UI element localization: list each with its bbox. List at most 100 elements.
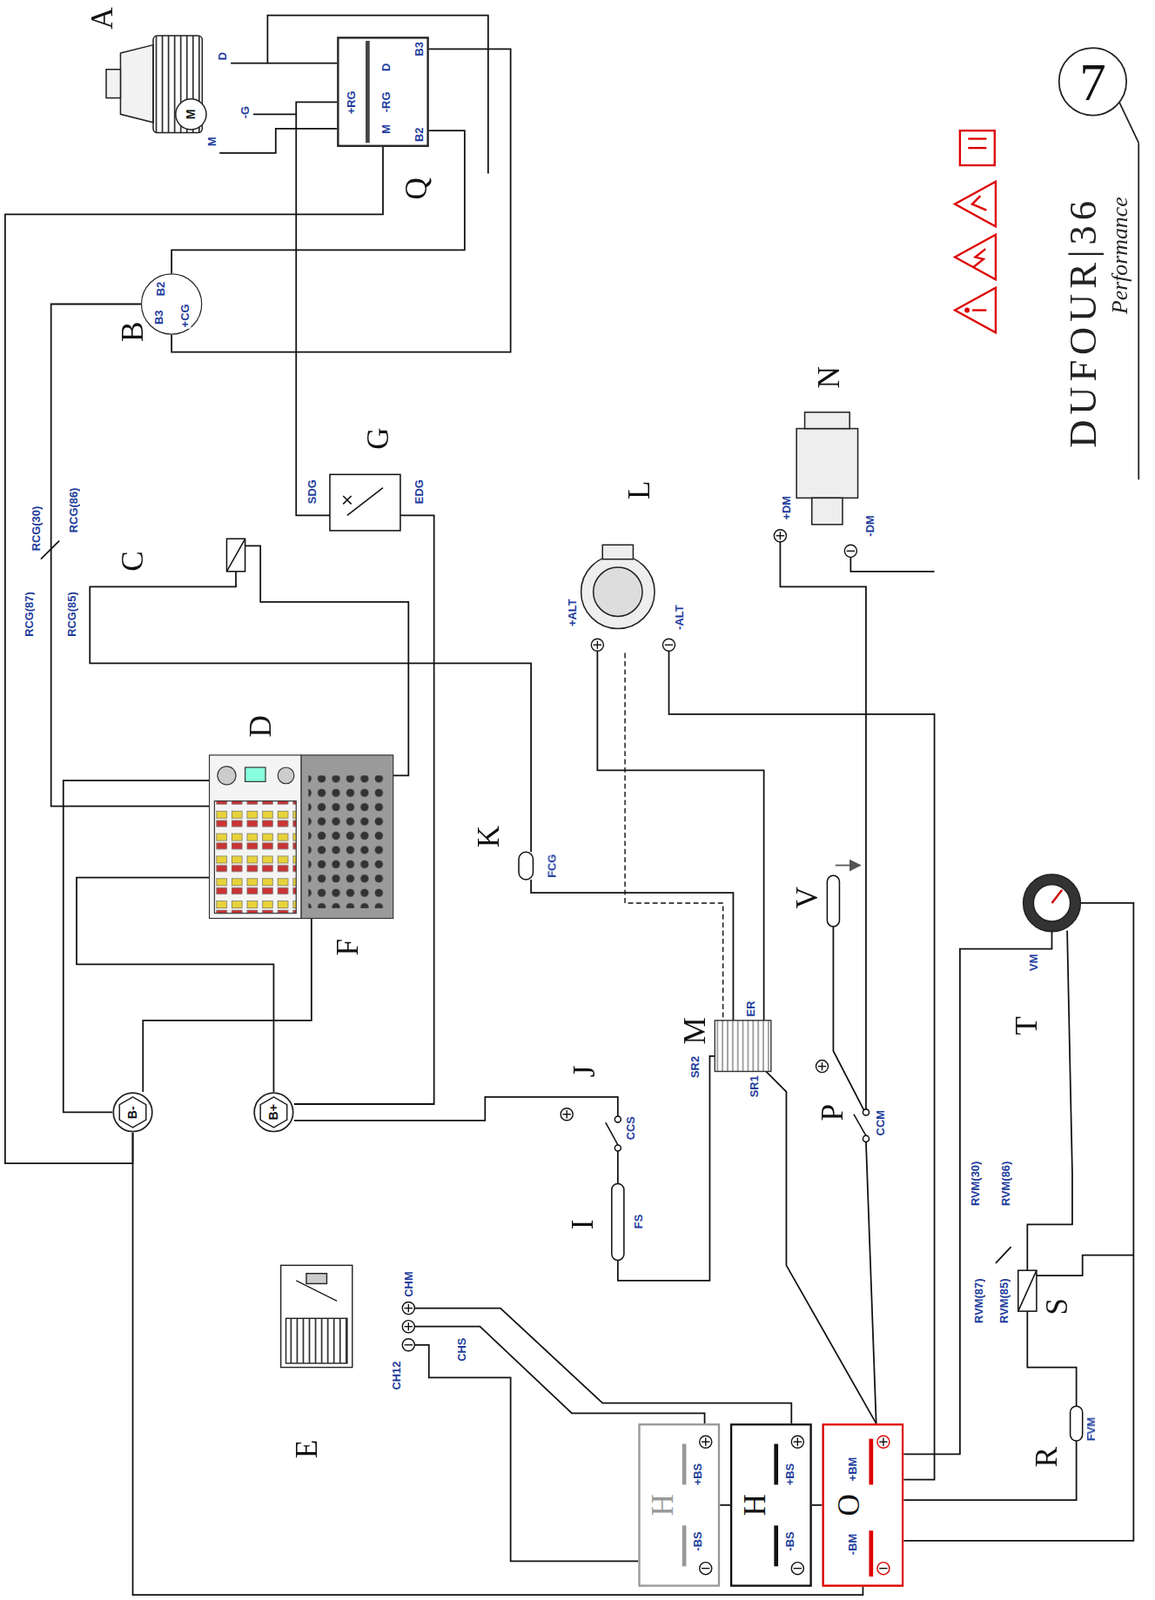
- charger-drawing: [286, 1318, 348, 1364]
- wire: [414, 1345, 638, 1563]
- terminal-label: CCM: [873, 1108, 887, 1137]
- module-bar: [365, 40, 370, 143]
- wire: [617, 1151, 619, 1185]
- wire: [866, 1141, 877, 1424]
- terminal-label: RCG(86): [67, 486, 80, 534]
- windlass-drawing: [106, 35, 207, 133]
- arrow: [835, 865, 860, 867]
- wire: [850, 557, 934, 571]
- warning-icon: [967, 137, 987, 140]
- logo-frame: [1137, 142, 1140, 480]
- wire: [903, 1441, 1076, 1501]
- wire: [765, 1071, 877, 1424]
- battery-letter: O: [831, 1494, 867, 1517]
- windlass-drawing: [120, 45, 154, 123]
- terminal-symbol: [590, 638, 604, 652]
- terminal-symbol: [821, 1062, 823, 1071]
- terminal-symbol: [699, 1436, 712, 1449]
- battery-bar: [682, 1525, 687, 1567]
- wire-connector: [812, 1504, 823, 1507]
- bus-bar: B+: [253, 1092, 295, 1134]
- wire: [253, 101, 337, 115]
- callout-letter: I: [564, 1220, 600, 1231]
- fuse: [518, 852, 533, 880]
- wire: [51, 304, 210, 807]
- relay-drawing: [226, 538, 245, 572]
- terminal-label: CH12: [389, 1360, 403, 1391]
- terminal-label: VM: [1027, 953, 1040, 973]
- bus-bar-ring: [113, 1093, 153, 1133]
- switch-contact: [614, 1116, 621, 1123]
- terminal-symbol: [779, 531, 781, 540]
- relay-drawing: [226, 538, 1036, 1312]
- terminal-symbol: [793, 1568, 802, 1570]
- terminal-label: CCS: [624, 1114, 637, 1142]
- terminal-symbol: [815, 1060, 828, 1074]
- switch-box: [342, 496, 351, 504]
- callout-letter: C: [115, 550, 151, 571]
- battery-bar: [682, 1444, 687, 1486]
- panel-drawing: [301, 755, 394, 920]
- battery: O+BM-BM: [822, 1423, 905, 1588]
- warning-icon: [960, 130, 995, 166]
- warning-icon: [973, 248, 986, 268]
- terminal-label: FCG: [545, 852, 558, 880]
- bus-bar: B-: [112, 1092, 154, 1134]
- terminal-symbol: [844, 544, 857, 558]
- terminal-label: +ALT: [565, 597, 578, 628]
- bus-bar-hexagon: [260, 1097, 288, 1129]
- panel-drawing: [245, 767, 266, 782]
- terminal-symbol: [705, 1438, 706, 1447]
- terminal-label: SDG: [305, 478, 318, 505]
- terminal-label: B2: [412, 126, 425, 143]
- coupler-drawing: [714, 1020, 772, 1073]
- terminal-label: -BS: [691, 1531, 704, 1553]
- logo-frame: [1059, 47, 1127, 115]
- terminal-label: RCG(87): [22, 590, 35, 638]
- wire: [903, 932, 1052, 1455]
- wire: [414, 1327, 705, 1424]
- wire: [295, 114, 330, 516]
- fuse: [518, 852, 1083, 1442]
- battery-bar: [684, 1439, 872, 1578]
- panel-drawing: [217, 766, 236, 786]
- wire: [530, 879, 733, 1021]
- page-number: 7: [1079, 51, 1107, 112]
- wire: [617, 1056, 715, 1282]
- wire: [267, 15, 488, 175]
- terminal-label: CHM: [402, 1270, 415, 1299]
- terminal-symbol: [699, 1563, 712, 1576]
- logo-frame: [1119, 101, 1139, 143]
- terminal-label: CHS: [455, 1336, 468, 1364]
- battery-bar: [773, 1444, 779, 1486]
- terminal-symbol: [597, 641, 598, 650]
- callout-letter: E: [288, 1440, 324, 1459]
- charger-drawing: [306, 1274, 327, 1285]
- terminal-label: B2: [154, 281, 167, 298]
- terminal-symbol: [402, 1302, 415, 1316]
- callout-letter: M: [677, 1017, 712, 1045]
- terminal-symbol: [773, 530, 786, 543]
- terminal-label: -BS: [783, 1531, 796, 1553]
- battery-bar: [868, 1439, 873, 1486]
- warning-icon: [954, 130, 996, 333]
- warning-icon: [954, 235, 996, 281]
- wire-connector: [171, 48, 511, 352]
- terminal-label: RVM(30): [968, 1161, 981, 1209]
- terminal-symbol: [402, 1321, 415, 1334]
- wire-connector: [133, 1133, 864, 1596]
- panel-drawing: [209, 755, 303, 920]
- alternator-drawing: [581, 555, 655, 629]
- fuse: [826, 875, 840, 927]
- panel-drawing: [214, 801, 296, 914]
- terminal-symbol: [877, 1436, 890, 1449]
- wire: [63, 780, 210, 1113]
- brand-logo: DUFOUR|36: [1060, 195, 1106, 449]
- plug-socket: B2B3+CG: [141, 273, 202, 335]
- callout-letter: K: [470, 825, 506, 848]
- windlass-drawing: [175, 99, 207, 130]
- terminal-label: +DM: [779, 495, 793, 522]
- bus-bar-ring: [254, 1093, 294, 1133]
